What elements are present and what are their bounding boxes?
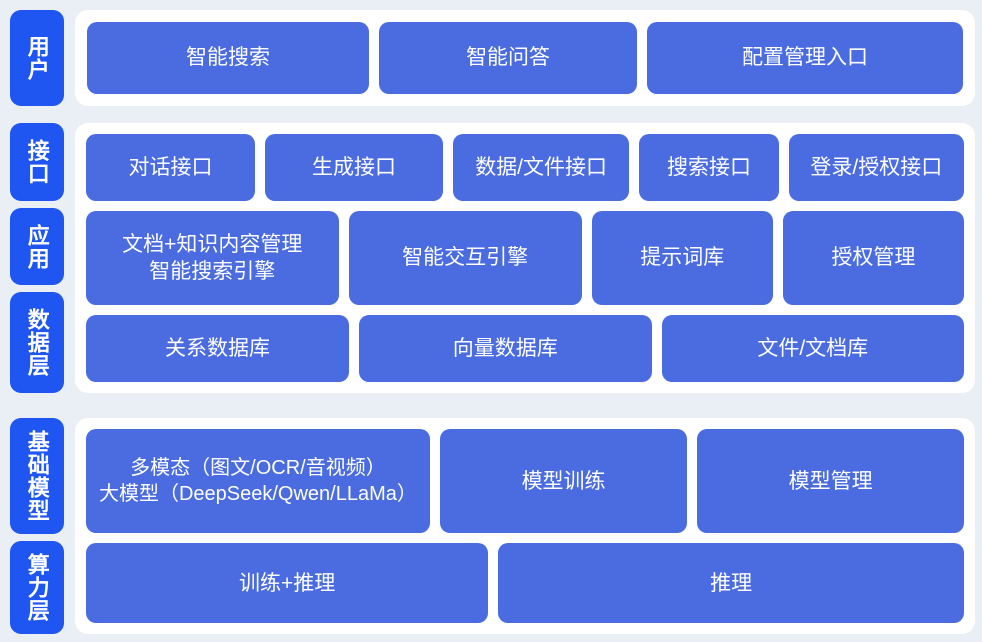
card-user-0-0[interactable]: 智能搜索 xyxy=(87,22,370,94)
card-row: 关系数据库向量数据库文件/文档库 xyxy=(86,315,964,383)
card-platform-1-3[interactable]: 授权管理 xyxy=(782,210,965,306)
panel-base: 多模态（图文/OCR/音视频） 大模型（DeepSeek/Qwen/LLaMa）… xyxy=(75,418,975,634)
card-user-0-1[interactable]: 智能问答 xyxy=(379,22,638,94)
rail-platform: 接口应用数据层 xyxy=(10,123,64,394)
card-row: 文档+知识内容管理 智能搜索引擎智能交互引擎提示词库授权管理 xyxy=(86,210,965,306)
card-platform-0-2[interactable]: 数据/文件接口 xyxy=(453,134,630,201)
rail-tab-platform-2[interactable]: 数据层 xyxy=(10,292,64,394)
card-platform-2-1[interactable]: 向量数据库 xyxy=(358,315,652,383)
rail-tab-platform-0[interactable]: 接口 xyxy=(10,123,64,201)
card-platform-0-0[interactable]: 对话接口 xyxy=(86,134,256,201)
card-base-0-0[interactable]: 多模态（图文/OCR/音视频） 大模型（DeepSeek/Qwen/LLaMa） xyxy=(86,429,430,534)
rail-tab-label: 接口 xyxy=(24,138,50,185)
card-platform-1-0[interactable]: 文档+知识内容管理 智能搜索引擎 xyxy=(86,210,339,306)
card-platform-0-3[interactable]: 搜索接口 xyxy=(639,134,779,201)
card-platform-0-4[interactable]: 登录/授权接口 xyxy=(788,134,964,201)
rail-tab-platform-1[interactable]: 应用 xyxy=(10,207,64,286)
card-user-0-2[interactable]: 配置管理入口 xyxy=(647,22,963,94)
rail-tab-user-0[interactable]: 用户 xyxy=(10,10,64,106)
card-row: 智能搜索智能问答配置管理入口 xyxy=(87,22,963,94)
card-row: 对话接口生成接口数据/文件接口搜索接口登录/授权接口 xyxy=(86,134,964,201)
card-base-1-0[interactable]: 训练+推理 xyxy=(86,543,489,624)
rail-user: 用户 xyxy=(10,10,64,106)
card-base-1-1[interactable]: 推理 xyxy=(498,543,964,624)
card-platform-2-2[interactable]: 文件/文档库 xyxy=(661,315,964,383)
layer-group-user: 用户 智能搜索智能问答配置管理入口 xyxy=(10,10,975,106)
rail-tab-label: 基础模型 xyxy=(24,430,50,522)
layer-group-platform: 接口应用数据层 对话接口生成接口数据/文件接口搜索接口登录/授权接口文档+知识内… xyxy=(10,123,975,394)
panel-platform: 对话接口生成接口数据/文件接口搜索接口登录/授权接口文档+知识内容管理 智能搜索… xyxy=(75,123,975,393)
rail-tab-label: 用户 xyxy=(24,35,50,81)
card-base-0-2[interactable]: 模型管理 xyxy=(697,429,964,534)
card-platform-1-1[interactable]: 智能交互引擎 xyxy=(348,210,582,306)
card-row: 训练+推理推理 xyxy=(86,543,964,624)
rail-tab-label: 数据层 xyxy=(24,308,50,378)
card-platform-0-1[interactable]: 生成接口 xyxy=(265,134,444,201)
rail-base: 基础模型算力层 xyxy=(10,418,64,634)
card-row: 多模态（图文/OCR/音视频） 大模型（DeepSeek/Qwen/LLaMa）… xyxy=(86,429,964,534)
rail-tab-base-0[interactable]: 基础模型 xyxy=(10,418,64,534)
panel-user: 智能搜索智能问答配置管理入口 xyxy=(75,10,975,106)
layer-group-base: 基础模型算力层 多模态（图文/OCR/音视频） 大模型（DeepSeek/Qwe… xyxy=(10,418,975,634)
rail-tab-base-1[interactable]: 算力层 xyxy=(10,541,64,634)
rail-tab-label: 应用 xyxy=(24,223,50,270)
card-base-0-1[interactable]: 模型训练 xyxy=(439,429,688,534)
rail-tab-label: 算力层 xyxy=(24,553,50,622)
card-platform-1-2[interactable]: 提示词库 xyxy=(591,210,773,306)
card-platform-2-0[interactable]: 关系数据库 xyxy=(86,315,349,383)
